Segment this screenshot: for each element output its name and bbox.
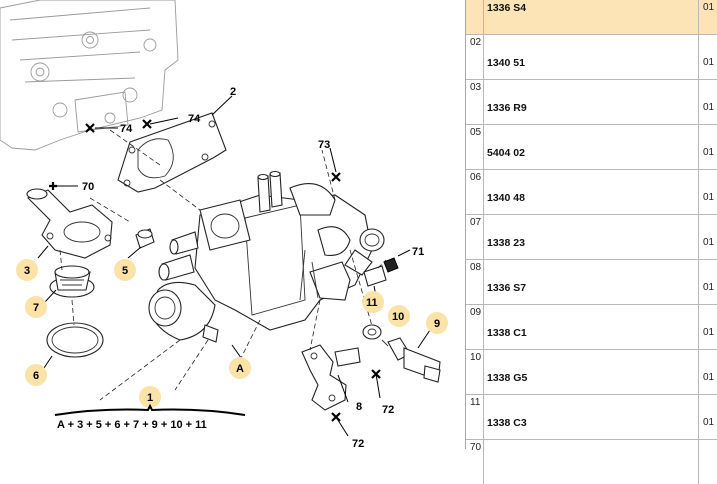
callout-A: A [236, 363, 244, 375]
bracket-8[interactable] [301, 344, 361, 411]
quantity: 01 [703, 2, 715, 13]
part-reference[interactable]: 1340 48 [487, 192, 525, 204]
row-index: 06 [470, 172, 482, 183]
callout-2: 2 [230, 86, 236, 98]
part-reference[interactable]: 1338 C3 [487, 417, 527, 429]
part-reference[interactable]: 1338 C1 [487, 327, 527, 339]
callout-72: 72 [352, 438, 364, 449]
table-row[interactable]: 07 1338 23 01 [466, 214, 717, 260]
quantity: 01 [703, 417, 715, 428]
callout-73: 73 [318, 139, 330, 151]
seal-ring-6[interactable] [46, 322, 104, 358]
table-row[interactable]: 10 1338 G5 01 [466, 349, 717, 395]
row-index: 03 [470, 82, 482, 93]
callout-74: 74 [120, 123, 133, 135]
water-outlet-3[interactable] [26, 188, 113, 259]
quantity: 01 [703, 372, 715, 383]
callout-10: 10 [392, 311, 404, 323]
table-row[interactable]: 03 1336 R9 01 [466, 79, 717, 125]
part-reference[interactable]: 1338 G5 [487, 372, 528, 384]
callout-11: 11 [366, 297, 378, 309]
table-row[interactable]: 05 5404 02 01 [466, 124, 717, 170]
gasket-2[interactable] [117, 112, 227, 193]
callout-71: 71 [412, 246, 424, 258]
engine-block-outline [0, 0, 179, 151]
quantity: 01 [703, 237, 715, 248]
callout-9: 9 [434, 318, 440, 330]
washer-10[interactable] [362, 324, 382, 340]
quantity: 01 [703, 327, 715, 338]
table-row[interactable]: 06 1340 48 01 [466, 169, 717, 215]
part-reference[interactable]: 1336 S4 [487, 2, 527, 14]
exploded-parts-diagram: 2 74 74 73 70 3 5 7 6 71 11 10 9 A 8 72 … [0, 0, 448, 449]
table-row[interactable]: 11 1338 C3 01 [466, 394, 717, 440]
part-reference[interactable]: 5404 02 [487, 147, 525, 159]
callout-7: 7 [33, 302, 39, 314]
row-index: 09 [470, 307, 482, 318]
bleed-screw-5[interactable] [135, 228, 155, 249]
table-row[interactable]: 09 1338 C1 01 [466, 304, 717, 350]
quantity: 01 [703, 282, 715, 293]
row-index: 70 [470, 442, 482, 453]
table-row[interactable]: 08 1336 S7 01 [466, 259, 717, 305]
parts-table: 1336 S4 01 02 1340 51 01 03 1336 R9 01 0… [465, 0, 717, 484]
part-reference[interactable]: 1336 S7 [487, 282, 527, 294]
callout-70: 70 [82, 181, 94, 193]
part-reference[interactable]: 1336 R9 [487, 102, 527, 114]
callout-72: 72 [382, 404, 394, 416]
table-row[interactable]: 02 1340 51 01 [466, 34, 717, 80]
row-index: 07 [470, 217, 482, 228]
callout-8: 8 [356, 401, 362, 413]
clip-11[interactable] [363, 265, 387, 287]
callout-5: 5 [122, 265, 128, 277]
quantity: 01 [703, 102, 715, 113]
table-row[interactable]: 70 [466, 439, 717, 484]
thermostat-7[interactable] [49, 265, 95, 298]
row-index: 08 [470, 262, 482, 273]
kit-brace [54, 403, 246, 416]
row-index: 10 [470, 352, 482, 363]
callout-3: 3 [24, 265, 30, 277]
callout-6: 6 [33, 370, 39, 382]
thermostat-housing[interactable] [148, 170, 385, 343]
quantity: 01 [703, 57, 715, 68]
part-reference[interactable]: 1338 23 [487, 237, 525, 249]
row-index: 11 [470, 397, 481, 408]
temperature-sensor-9[interactable] [381, 337, 441, 383]
callout-1: 1 [147, 392, 153, 404]
part-reference[interactable]: 1340 51 [487, 57, 525, 69]
quantity: 01 [703, 147, 715, 158]
callout-74: 74 [188, 113, 201, 125]
row-index: 05 [470, 127, 482, 138]
kit-formula: A + 3 + 5 + 6 + 7 + 9 + 10 + 11 [57, 419, 207, 431]
plug-71[interactable] [383, 257, 399, 273]
table-row[interactable]: 1336 S4 01 [466, 0, 717, 35]
row-index: 02 [470, 37, 482, 48]
quantity: 01 [703, 192, 715, 203]
